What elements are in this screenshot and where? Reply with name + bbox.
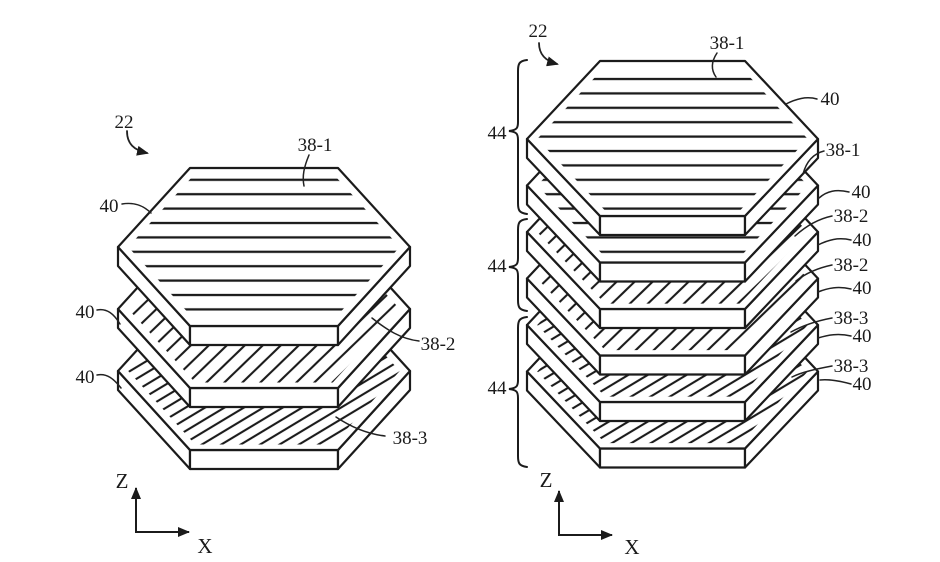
axis-z-label: Z	[116, 469, 129, 493]
axis-x-label: X	[197, 534, 212, 558]
ply-hatch	[537, 66, 808, 211]
label-38-2-a: 38-2	[834, 206, 869, 227]
plate-front-face	[188, 324, 340, 347]
plate-front-face	[188, 448, 340, 471]
label-38-2: 38-2	[421, 334, 456, 355]
leader-38-3-b	[791, 365, 833, 378]
leader-40-1	[785, 97, 818, 105]
plate-front-face	[598, 354, 747, 376]
group-brace-44	[508, 218, 528, 312]
label-44-3: 44	[488, 378, 508, 399]
label-38-1: 38-1	[298, 135, 333, 156]
label-40-4: 40	[853, 278, 872, 299]
leader-38-1-side	[802, 150, 825, 175]
label-22: 22	[115, 112, 134, 133]
label-38-3: 38-3	[393, 428, 428, 449]
plate-front-face	[188, 386, 340, 409]
left-hex-stack	[116, 166, 412, 471]
leader-38-3	[335, 416, 386, 437]
axis-z-label: Z	[540, 468, 553, 492]
ref-22-arrow	[538, 42, 559, 67]
leader-38-1	[302, 154, 310, 187]
hex-plate	[525, 59, 820, 237]
label-38-3-a: 38-3	[834, 308, 869, 329]
leader-38-2	[371, 317, 420, 342]
leader-38-2-a	[794, 215, 833, 237]
label-38-1-side: 38-1	[826, 140, 861, 161]
ref-22-arrow	[126, 130, 149, 156]
leader-38-3-a	[790, 317, 833, 333]
leader-40-mid	[96, 308, 121, 325]
label-40-1: 40	[821, 89, 840, 110]
leader-40-4	[817, 286, 852, 293]
plate-front-face	[598, 447, 747, 469]
label-40-5: 40	[853, 326, 872, 347]
leader-40-3	[817, 238, 852, 246]
leader-40-top	[121, 202, 152, 214]
group-brace-44	[508, 59, 528, 215]
axis-x-label: X	[624, 535, 639, 559]
plate-front-face	[598, 307, 747, 330]
label-22: 22	[529, 21, 548, 42]
plate-front-face	[598, 400, 747, 423]
leader-38-1-top	[711, 52, 718, 78]
label-40-3: 40	[853, 230, 872, 251]
left-figure-leaders	[96, 130, 420, 537]
plate-front-face	[598, 261, 747, 283]
hex-plate	[116, 166, 412, 347]
label-40-2: 40	[852, 182, 871, 203]
label-40-top: 40	[100, 196, 119, 217]
group-brace-44	[508, 316, 528, 468]
label-38-2-b: 38-2	[834, 255, 869, 276]
label-40-mid: 40	[76, 302, 95, 323]
leader-40-5	[817, 333, 852, 339]
right-hex-stack	[525, 59, 820, 469]
leader-40-bottom	[96, 373, 122, 389]
label-38-1-top: 38-1	[710, 33, 745, 54]
label-44-2: 44	[488, 256, 508, 277]
right-figure-labels: 22 38-1 40 38-1 40 38-2 40 38-2 40 38-3 …	[488, 21, 872, 559]
leader-38-2-b	[795, 264, 833, 282]
plate-front-face	[598, 214, 747, 237]
ply-hatch	[128, 173, 400, 321]
label-38-3-b: 38-3	[834, 356, 869, 377]
leader-40-2	[818, 189, 850, 199]
group-brackets	[508, 59, 528, 468]
right-figure-leaders	[538, 42, 852, 540]
left-figure-labels: 22 38-1 40 40 40 38-2 38-3 Z X	[76, 112, 456, 558]
label-44-1: 44	[488, 123, 508, 144]
label-40-6: 40	[853, 374, 872, 395]
leader-40-6	[819, 379, 852, 385]
label-40-bottom: 40	[76, 367, 95, 388]
